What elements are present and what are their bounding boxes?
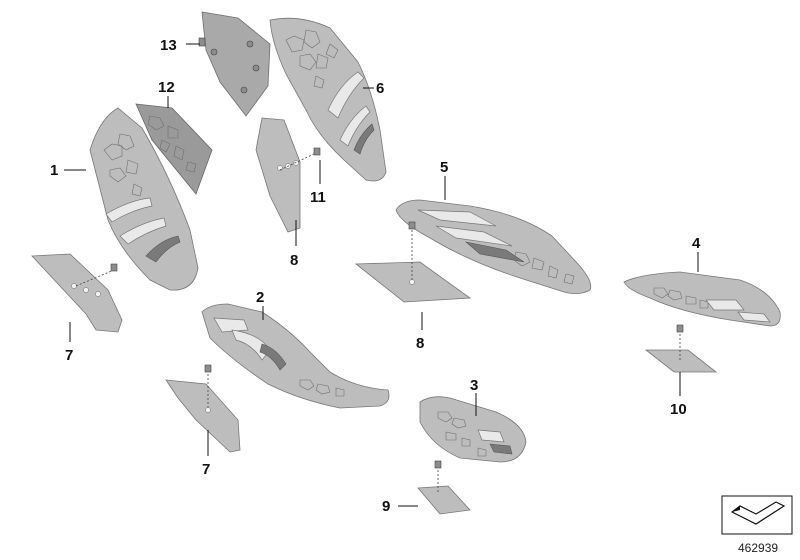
callout-1: 1	[50, 162, 58, 179]
callout-7-lower: 7	[202, 461, 210, 478]
callout-6: 6	[376, 80, 384, 97]
callout-11: 11	[310, 189, 326, 206]
callout-12: 12	[158, 79, 175, 96]
part-7-left-bracket	[31, 253, 123, 333]
callout-13: 13	[160, 37, 177, 54]
callout-8-upper: 8	[290, 252, 298, 269]
part-6-footrest	[269, 17, 387, 182]
callout-7-upper: 7	[65, 347, 73, 364]
callout-4: 4	[692, 235, 701, 252]
leader-lines	[64, 43, 699, 507]
callout-2: 2	[256, 289, 264, 306]
part-4-footrest	[623, 271, 781, 327]
reference-number: 462939	[738, 541, 778, 555]
part-8-upper-bracket	[255, 117, 301, 233]
part-11-screw	[279, 147, 321, 171]
part-12-panel	[135, 103, 213, 195]
callout-labels: 1 2 3 4 5 6 7 7 8 8 9 10 11 12 13	[50, 37, 701, 515]
callout-8-lower: 8	[416, 335, 424, 352]
part-3-footrest	[419, 396, 527, 463]
part-8-mid-plate	[354, 221, 472, 303]
part-2-footrest	[201, 303, 390, 409]
orientation-arrow-icon	[721, 495, 793, 535]
part-5-footrest	[395, 199, 592, 294]
callout-5: 5	[440, 159, 448, 176]
part-13-plate	[198, 11, 271, 117]
callout-10: 10	[670, 401, 687, 418]
callout-9: 9	[382, 498, 390, 515]
part-7-lower-bracket	[165, 364, 241, 453]
part-10-plate	[644, 324, 718, 373]
part-9-plate	[417, 460, 471, 515]
callout-3: 3	[470, 377, 478, 394]
part-1-footrest	[89, 107, 199, 291]
